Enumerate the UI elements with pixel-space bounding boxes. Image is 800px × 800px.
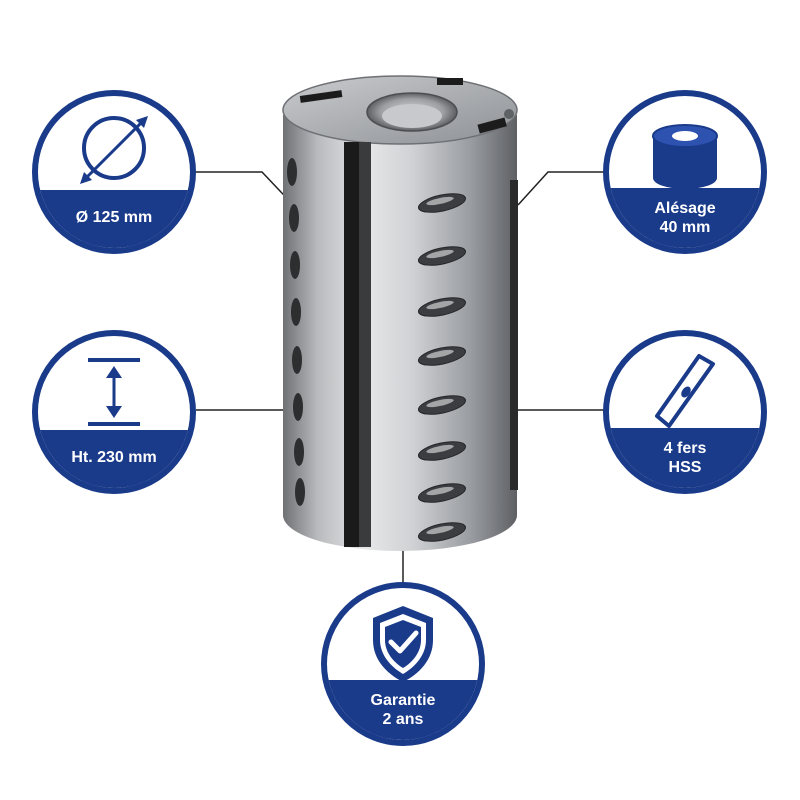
badge-warranty: Garantie 2 ans: [321, 582, 485, 746]
planer-cutter-head-image: [282, 75, 518, 551]
bore-value: 40 mm: [659, 219, 711, 236]
badge-warranty-label: Garantie 2 ans: [327, 680, 479, 740]
warranty-title: Garantie: [370, 692, 436, 709]
badge-height-label: Ht. 230 mm: [38, 430, 190, 488]
bore-title: Alésage: [654, 200, 716, 217]
badge-knives: 4 fers HSS: [603, 330, 767, 494]
knife-insert-icon: [655, 354, 715, 428]
diameter-icon: [80, 116, 148, 184]
knives-material: HSS: [668, 459, 702, 476]
connector-knives: [504, 409, 606, 421]
height-arrow-icon: [88, 358, 140, 426]
shield-check-icon: [373, 606, 433, 682]
diameter-value: Ø 125 mm: [75, 208, 153, 226]
badge-bore-label: Alésage 40 mm: [609, 188, 761, 248]
connector-diameter: [196, 171, 299, 211]
connector-bore: [517, 171, 606, 206]
badge-diameter: Ø 125 mm: [32, 90, 196, 254]
bore-cylinder-icon: [652, 124, 718, 189]
height-value: Ht. 230 mm: [71, 448, 157, 466]
warranty-duration: 2 ans: [382, 711, 424, 728]
badge-knives-label: 4 fers HSS: [609, 428, 761, 488]
badge-bore: Alésage 40 mm: [603, 90, 767, 254]
badge-diameter-label: Ø 125 mm: [38, 190, 190, 248]
knives-title: 4 fers: [663, 440, 707, 457]
badge-height: Ht. 230 mm: [32, 330, 196, 494]
